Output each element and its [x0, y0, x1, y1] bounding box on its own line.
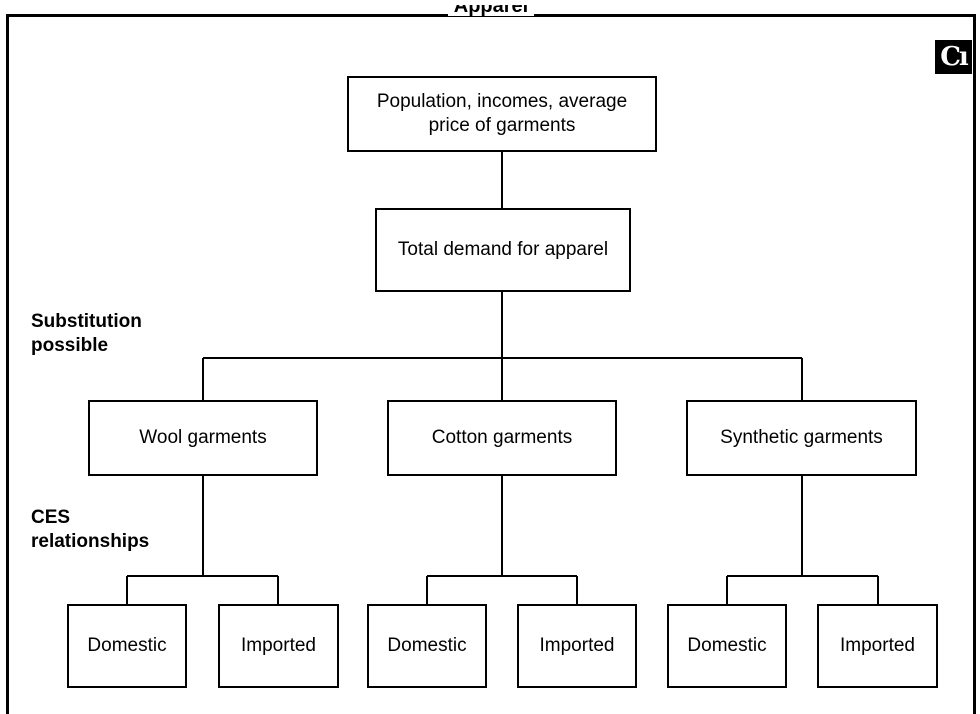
ces-relationships-label: CES relationships [31, 507, 150, 552]
synthetic-garments-box: Synthetic garments [686, 400, 917, 476]
cotton-imported-box: Imported [517, 604, 637, 688]
wool-garments-box: Wool garments [88, 400, 318, 476]
diagram-title: Apparel [9, 5, 973, 25]
wool-domestic-box: Domestic [67, 604, 187, 688]
total-demand-box: Total demand for apparel [375, 208, 631, 292]
wool-imported-box: Imported [218, 604, 339, 688]
logo-icon: Cı [935, 40, 972, 74]
cotton-garments-box: Cotton garments [387, 400, 617, 476]
synthetic-domestic-box: Domestic [667, 604, 787, 688]
cotton-domestic-box: Domestic [367, 604, 487, 688]
synthetic-imported-box: Imported [817, 604, 938, 688]
substitution-possible-label: Substitution possible [31, 311, 142, 356]
diagram-frame: Apparel [6, 5, 976, 714]
population-income-price-box: Population, incomes, average price of ga… [347, 76, 657, 152]
